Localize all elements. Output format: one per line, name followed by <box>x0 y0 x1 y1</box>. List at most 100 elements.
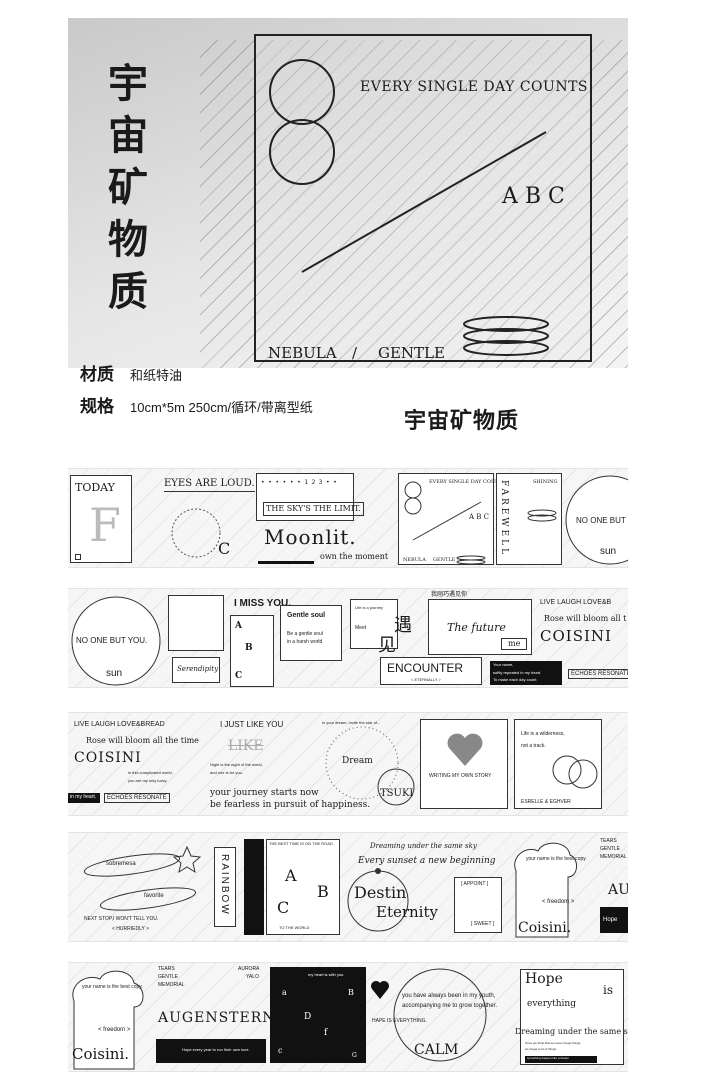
letter-a: A <box>285 866 297 885</box>
hero-title-char: 矿 <box>108 166 148 210</box>
everything-text: everything <box>527 999 576 1009</box>
material-value: 和纸特油 <box>130 368 183 383</box>
hope-word-text: Hope <box>525 971 563 987</box>
live-laugh-text: LIVE LAUGH LOVE&B <box>540 599 612 606</box>
wilderness-card: Life is a wilderness, not a track. ESREL… <box>514 719 602 809</box>
hero-title-char: 宇 <box>108 62 148 106</box>
tape-strip-3: LIVE LAUGH LOVE&BREAD Rose will bloom al… <box>68 712 628 816</box>
today-text: TODAY <box>75 481 115 494</box>
name-copy-text: your name is the best copy. <box>82 984 143 990</box>
rainbow-text: RAINBOW <box>219 854 230 916</box>
big-f-letter: F <box>89 498 121 552</box>
note-card <box>168 595 224 651</box>
sobremesa-text: sobremesa <box>106 861 136 867</box>
jian-char: 见 <box>378 635 396 656</box>
c-letter: C <box>218 539 231 558</box>
future-card: 我刚巧遇见你 The future me <box>428 592 532 655</box>
hero-stripes <box>200 40 628 368</box>
encounter-text: ENCOUNTER <box>387 661 464 675</box>
letter-c: C <box>277 898 290 917</box>
hope-every-text: Hope every year to run their own love. <box>182 1047 250 1052</box>
calm-text: CALM <box>414 1042 459 1058</box>
product-name: 宇宙矿物质 <box>404 408 520 433</box>
yu-char: 遇 <box>394 615 412 636</box>
letter-b: B <box>317 882 329 901</box>
hero-title-char: 宙 <box>108 114 148 158</box>
best-time-text: THE BEST TIME IS ON THE ROAD. <box>269 841 334 846</box>
name-copy-text: your name is the best copy. <box>526 856 587 862</box>
next-stop-text: NEXT STOP,I WON'T TELL YOU. <box>84 916 159 922</box>
eyes-loud-text: EYES ARE LOUD. <box>164 479 255 492</box>
gentle-soul-title: Gentle soul <box>287 612 326 619</box>
au-text: AU <box>608 882 628 898</box>
abc-big-card: THE BEST TIME IS ON THE ROAD. A B C TO T… <box>266 839 340 935</box>
writing-story-card: WRITING MY OWN STORY <box>420 719 508 809</box>
sun-text: sun <box>600 546 617 557</box>
serendipity-text: Serendipity <box>177 665 219 673</box>
writing-story-text: WRITING MY OWN STORY <box>429 773 492 779</box>
lucky-text: you are my only lucky. <box>128 778 168 783</box>
cloud-card-icon <box>72 970 144 1070</box>
gentle-soul-card: Gentle soul Be a gentle soul in a harsh … <box>280 605 342 661</box>
tape-strip-2: NO ONE BUT YOU. sun Serendipity I MISS Y… <box>68 588 628 688</box>
hero-panel: 宇 宙 矿 物 质 EVERY SINGLE DAY COUNTS A B C … <box>68 18 628 368</box>
me-text: me <box>501 638 528 650</box>
material-label: 材质 <box>80 365 114 384</box>
destin-text: Destin <box>354 883 407 902</box>
shining-text: SHINING <box>533 479 558 485</box>
no-one-text: NO ONE BUT YOU. <box>76 636 148 645</box>
esrelle-text: ESRELLE & EGHVER <box>521 799 571 805</box>
today-card: TODAY F <box>70 475 132 563</box>
underline-bar <box>258 561 314 564</box>
complicated-text: in this complicated world, <box>128 770 173 775</box>
once-text: Once we think that we never forget thing… <box>525 1041 582 1045</box>
coisini-text: Coisini. <box>518 920 572 936</box>
dream-arc-text: in your dream, invite the star of... <box>322 720 381 725</box>
gentle-text: GENTLE <box>600 846 621 852</box>
harsh-world-text: in a harsh world <box>287 639 323 645</box>
coisini-text: COISINI <box>540 627 612 645</box>
heart-note-text: in my heart. <box>70 794 97 800</box>
farewell-text: FAREWELL <box>499 480 509 558</box>
hope-is-text: HAPE IS EVERYTHING. <box>372 1018 427 1024</box>
mini-hero-card: EVERY SINGLE DAY COUNTS A B C NEBULA GEN… <box>398 473 506 565</box>
and-me-text: and one is for you. <box>210 770 243 775</box>
dreaming-text: Dreaming under the same sky. <box>515 1027 628 1036</box>
sky-limit-text: THE SKY'S THE LIMIT. <box>263 502 364 516</box>
size-label: 规格 <box>80 397 114 416</box>
sun-text: sun <box>106 668 123 679</box>
letter-a: A <box>235 621 242 631</box>
abc-card: A B C <box>230 615 274 687</box>
serendipity-card: Serendipity <box>172 657 220 683</box>
rings-icon <box>552 755 598 789</box>
sky-card: • • • • • • 1 2 3 • • THE SKY'S THE LIMI… <box>256 473 364 521</box>
meet-card: Life is a journey Meet <box>350 599 398 649</box>
cn-line-text: 我刚巧遇见你 <box>431 592 468 598</box>
sweet-text: [ SWEET ] <box>471 921 495 927</box>
hurriedly-text: < HURRIEDLY > <box>112 926 150 932</box>
tape-strip-1: TODAY F EYES ARE LOUD. C • • • • • • 1 2… <box>68 468 628 568</box>
augenstern-text: AUGENSTERN <box>158 1010 276 1026</box>
hero-tagline: EVERY SINGLE DAY COUNTS <box>360 79 589 95</box>
echoes-text: ECHOES RESONATE <box>104 793 170 803</box>
fearless-text: be fearless in pursuit of happiness. <box>210 800 371 810</box>
calm-circle-icon <box>371 968 487 1062</box>
dream-text: Dream <box>342 756 373 766</box>
letter-f: f <box>324 1028 328 1038</box>
mini-gentle: GENTLE <box>433 557 456 563</box>
echoes-text: ECHOES RESONATE <box>568 669 628 679</box>
hope-every-bar: Hope every year to run their own love. <box>156 1039 266 1063</box>
always-text: you have always been in my youth, <box>402 993 496 999</box>
your-name-text: Your name, <box>493 662 514 667</box>
cloud-card-icon <box>514 842 577 938</box>
i-miss-you-text: I MISS YOU. <box>234 598 292 609</box>
journey-text: your journey starts now <box>210 788 319 798</box>
hero-title: 宇 宙 矿 物 质 <box>108 58 164 318</box>
memorial-text: MEMORIAL <box>158 982 185 988</box>
your-name-label: Your name, softly repeated in my heart. … <box>490 661 562 685</box>
no-one-circle-icon <box>565 475 628 565</box>
letter-b: B <box>348 988 354 997</box>
letter-b: B <box>245 643 253 653</box>
hero-gentle: GENTLE <box>378 344 445 362</box>
appoint-text: [ APPOINT ] <box>461 881 489 887</box>
